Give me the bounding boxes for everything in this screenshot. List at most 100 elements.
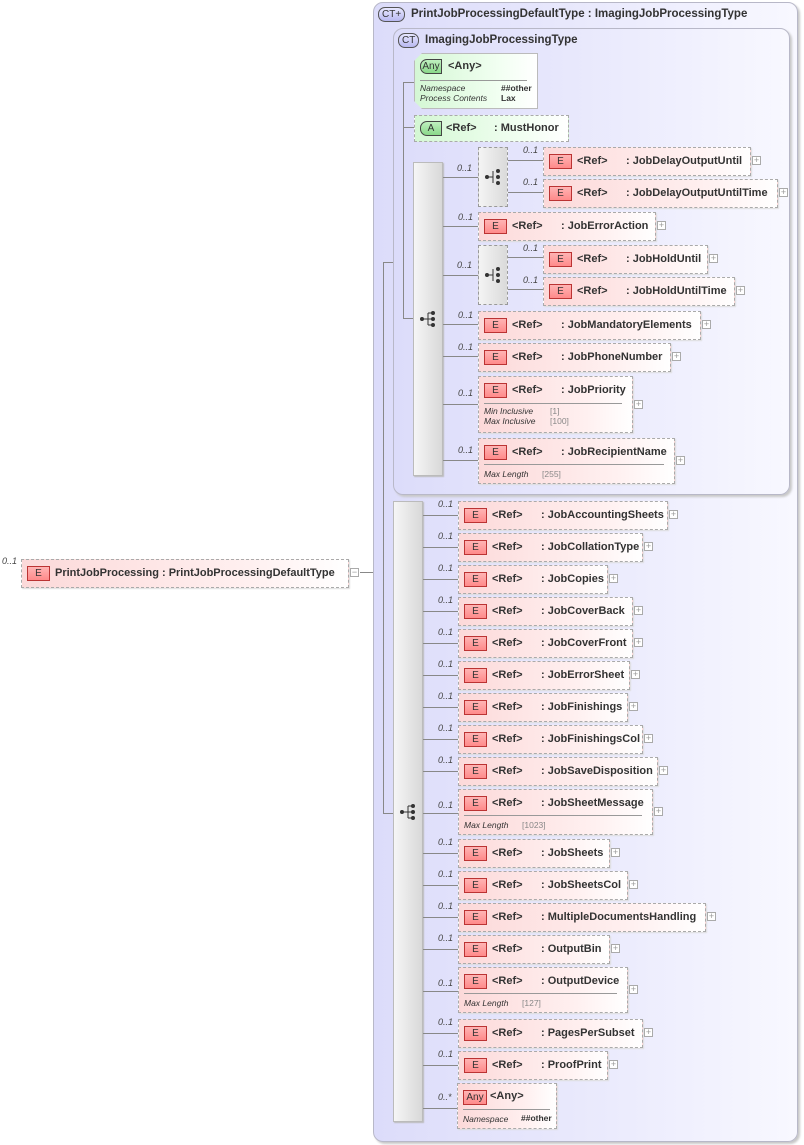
element-joberroraction[interactable]: E <Ref> : JobErrorAction [478, 212, 656, 241]
facet-value: [127] [522, 998, 541, 1008]
element-jobcollationtype[interactable]: E<Ref>: JobCollationType [458, 533, 643, 562]
element-outputbin[interactable]: E<Ref>: OutputBin [458, 935, 610, 964]
expand-icon[interactable]: + [654, 806, 663, 816]
element-badge: E [464, 1058, 487, 1073]
expand-icon[interactable]: + [657, 220, 666, 230]
facet-key: Namespace [463, 1114, 509, 1124]
any-wildcard-outer[interactable]: Any <Any> Namespace ##other [457, 1083, 557, 1129]
expand-icon[interactable]: + [631, 669, 640, 679]
expand-icon[interactable]: + [669, 509, 678, 519]
expand-icon[interactable]: + [611, 847, 620, 857]
expand-icon[interactable]: + [629, 879, 638, 889]
element-name: : JobFinishings [541, 701, 623, 713]
expand-icon[interactable]: + [676, 455, 685, 465]
element-name: : JobMandatoryElements [561, 319, 692, 331]
connector-line [443, 275, 478, 276]
expand-icon[interactable]: + [644, 541, 653, 551]
connector-line [508, 257, 543, 258]
expand-icon[interactable]: + [644, 733, 653, 743]
expand-icon[interactable]: + [752, 155, 761, 165]
connector-line [423, 643, 458, 644]
expand-icon[interactable]: + [629, 984, 638, 994]
element-ref: <Ref> [577, 187, 608, 199]
element-jobsheets[interactable]: E<Ref>: JobSheets [458, 839, 610, 868]
element-pagespersubset[interactable]: E<Ref>: PagesPerSubset [458, 1019, 643, 1048]
element-ref: <Ref> [492, 733, 523, 745]
element-jobfinishings[interactable]: E<Ref>: JobFinishings [458, 693, 628, 722]
element-jobpriority[interactable]: E <Ref> : JobPriority Min Inclusive [1] … [478, 376, 633, 433]
element-proofprint[interactable]: E<Ref>: ProofPrint [458, 1051, 608, 1080]
element-jobmandatoryelements[interactable]: E <Ref> : JobMandatoryElements [478, 311, 701, 340]
attribute-musthonor[interactable]: A <Ref> : MustHonor [414, 115, 569, 142]
collapse-toggle-icon[interactable]: − [350, 567, 359, 577]
connector-line [423, 515, 458, 516]
element-jobrecipientname[interactable]: E <Ref> : JobRecipientName Max Length [2… [478, 438, 675, 484]
expand-icon[interactable]: + [629, 701, 638, 711]
element-name: : JobSheetMessage [541, 797, 644, 809]
expand-icon[interactable]: + [634, 637, 643, 647]
element-jobcoverback[interactable]: E<Ref>: JobCoverBack [458, 597, 633, 626]
expand-icon[interactable]: + [707, 911, 716, 921]
element-multipledocumentshandling[interactable]: E<Ref>: MultipleDocumentsHandling [458, 903, 706, 932]
expand-icon[interactable]: + [634, 399, 643, 409]
element-jobphonenumber[interactable]: E <Ref> : JobPhoneNumber [478, 343, 671, 372]
element-badge: E [464, 878, 487, 893]
root-element-label: PrintJobProcessing : PrintJobProcessingD… [55, 567, 335, 579]
expand-icon[interactable]: + [702, 319, 711, 329]
element-jobsavedisposition[interactable]: E<Ref>: JobSaveDisposition [458, 757, 658, 786]
element-jobholduntil[interactable]: E <Ref> : JobHoldUntil [543, 245, 708, 274]
element-joberrorsheet[interactable]: E<Ref>: JobErrorSheet [458, 661, 630, 690]
element-jobaccountingsheets[interactable]: E<Ref>: JobAccountingSheets [458, 501, 668, 530]
root-element-printjobprocessing[interactable]: E PrintJobProcessing : PrintJobProcessin… [21, 559, 349, 588]
expand-icon[interactable]: + [709, 253, 718, 263]
element-name: : JobErrorSheet [541, 669, 625, 681]
element-ref: <Ref> [492, 669, 523, 681]
connector-line [403, 127, 415, 128]
element-occurrence: 0..1 [458, 342, 474, 352]
element-jobdelayoutputuntiltime[interactable]: E <Ref> : JobDelayOutputUntilTime [543, 179, 778, 208]
connector-line [403, 82, 404, 318]
element-name: : JobDelayOutputUntilTime [626, 187, 768, 199]
element-ref: <Ref> [512, 220, 543, 232]
expand-icon[interactable]: + [672, 351, 681, 361]
element-jobcoverfront[interactable]: E<Ref>: JobCoverFront [458, 629, 633, 658]
choice-occurrence: 0..1 [457, 163, 473, 173]
attribute-name: : MustHonor [494, 122, 559, 134]
element-jobsheetscol[interactable]: E<Ref>: JobSheetsCol [458, 871, 628, 900]
element-occurrence: 0..1 [438, 627, 454, 637]
connector-line [443, 404, 478, 405]
element-occurrence: 0..1 [458, 212, 474, 222]
any-wildcard-inner[interactable]: Any <Any> Namespace ##other Process Cont… [414, 53, 538, 109]
element-occurrence: 0..1 [438, 1049, 454, 1059]
element-jobholduntiltime[interactable]: E <Ref> : JobHoldUntilTime [543, 277, 735, 306]
facet-value: [255] [542, 469, 561, 479]
element-jobfinishingscol[interactable]: E<Ref>: JobFinishingsCol [458, 725, 643, 754]
element-occurrence: 0..1 [438, 755, 454, 765]
connector-line [423, 949, 458, 950]
expand-icon[interactable]: + [634, 605, 643, 615]
expand-icon[interactable]: + [611, 943, 620, 953]
element-name: : JobErrorAction [561, 220, 649, 232]
expand-icon[interactable]: + [736, 285, 745, 295]
element-occurrence: 0..1 [438, 800, 454, 810]
element-name: : OutputBin [541, 943, 602, 955]
expand-icon[interactable]: + [609, 573, 618, 583]
element-badge: E [464, 764, 487, 779]
expand-icon[interactable]: + [609, 1059, 618, 1069]
element-badge: E [464, 1026, 487, 1041]
element-occurrence: 0..1 [438, 659, 454, 669]
element-badge: E [464, 974, 487, 989]
expand-icon[interactable]: + [659, 765, 668, 775]
expand-icon[interactable]: + [779, 187, 788, 197]
element-occurrence: 0..1 [438, 1017, 454, 1027]
element-name: : JobPhoneNumber [561, 351, 663, 363]
element-name: : JobCollationType [541, 541, 640, 553]
element-name: : JobSheetsCol [541, 879, 622, 891]
element-jobdelayoutputuntil[interactable]: E <Ref> : JobDelayOutputUntil [543, 147, 751, 176]
element-jobcopies[interactable]: E<Ref>: JobCopies [458, 565, 608, 594]
expand-icon[interactable]: + [644, 1027, 653, 1037]
element-occurrence: 0..1 [523, 145, 539, 155]
element-badge: E [484, 445, 507, 460]
